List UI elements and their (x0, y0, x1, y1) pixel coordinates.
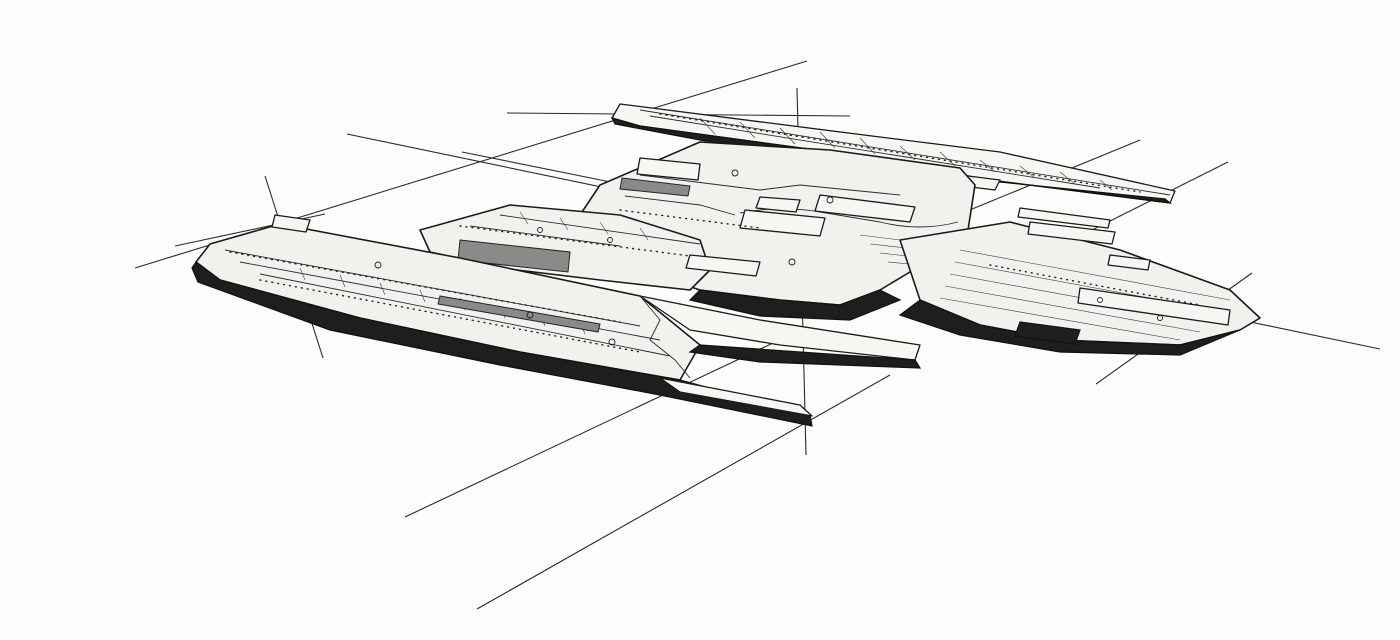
aft-thruster-plate (1077, 287, 1231, 326)
lower-nacelle (191, 214, 922, 427)
command-bridge-module (739, 209, 826, 237)
lower-nacelle-fin (271, 214, 311, 233)
mid-hull-panel (457, 239, 571, 273)
upper-nacelle-shadow (610, 117, 1173, 204)
guide-line-lower-left (404, 334, 791, 518)
lower-nacelle-tip (659, 377, 813, 417)
aft-upper-module (1027, 221, 1116, 245)
bridge-dome (755, 196, 801, 213)
lower-nacelle-shadow (191, 261, 813, 427)
aft-antenna-block (1107, 254, 1151, 271)
central-deck-underside (688, 289, 902, 321)
mid-module (685, 254, 761, 277)
aft-section (898, 207, 1261, 356)
forward-hatch (636, 157, 701, 181)
guide-line-bottom (476, 374, 891, 610)
sensor-block (814, 194, 916, 223)
mid-structure (419, 204, 761, 291)
aft-fin (1017, 207, 1111, 229)
